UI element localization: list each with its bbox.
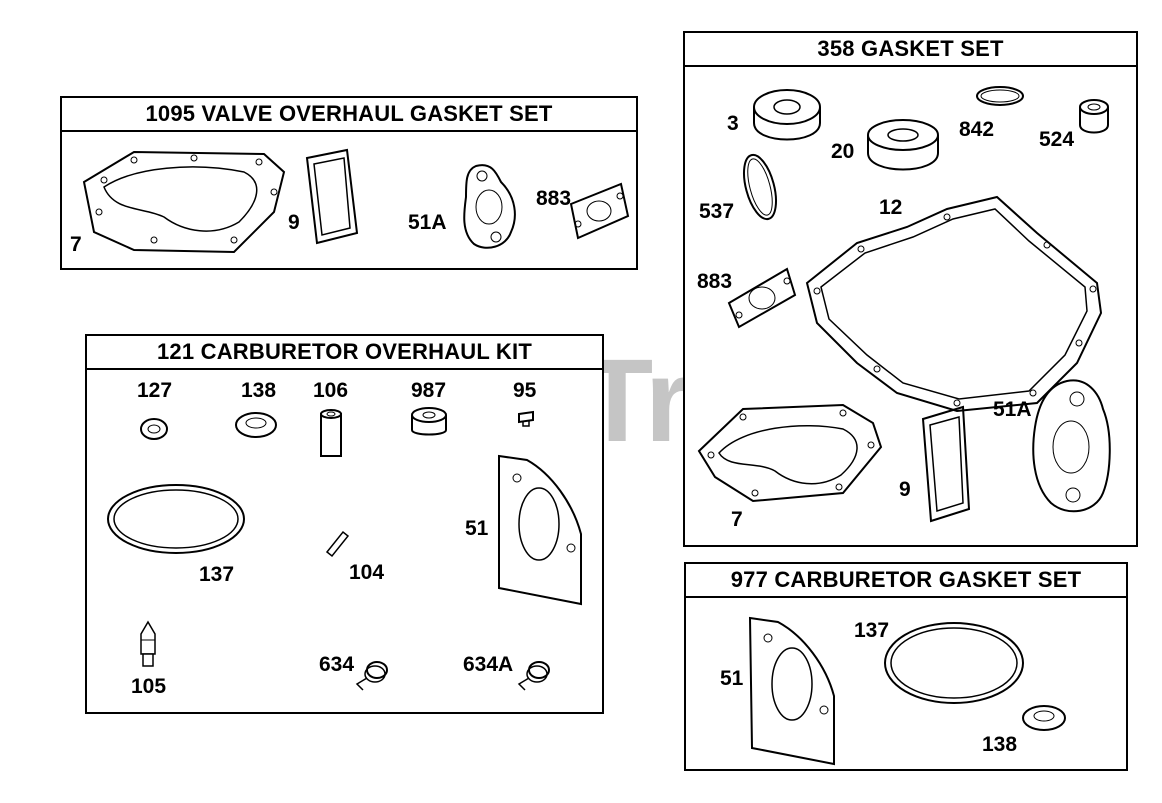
callout-51a-b: 51A — [993, 398, 1032, 421]
valve-overhaul-title: 1095 VALVE OVERHAUL GASKET SET — [62, 98, 636, 132]
o-ring-537-icon[interactable] — [737, 151, 783, 223]
screw-95-icon[interactable] — [515, 406, 537, 428]
carb-overhaul-title: 121 CARBURETOR OVERHAUL KIT — [87, 336, 602, 370]
callout-20: 20 — [831, 140, 855, 163]
cylinder-head-gasket-icon[interactable] — [74, 142, 294, 262]
intake-gasket-icon[interactable] — [566, 182, 632, 246]
callout-634a: 634A — [463, 653, 514, 676]
callout-51a: 51A — [408, 211, 447, 234]
o-ring-137-icon[interactable] — [105, 482, 247, 556]
callout-9: 9 — [288, 211, 300, 234]
carb-gasket-51-c-icon[interactable] — [748, 616, 840, 764]
breather-gasket-icon[interactable] — [302, 148, 362, 248]
o-ring-842-icon[interactable] — [975, 83, 1025, 109]
oil-seal-20-icon[interactable] — [865, 117, 941, 175]
seal-127-icon[interactable] — [139, 416, 169, 442]
pin-104-icon[interactable] — [323, 528, 351, 558]
callout-51-c: 51 — [720, 667, 744, 690]
cylinder-head-gasket-7-icon[interactable] — [693, 397, 887, 507]
callout-12: 12 — [879, 196, 903, 219]
crankcase-gasket-12-icon[interactable] — [797, 193, 1105, 415]
intake-gasket-883-icon[interactable] — [725, 265, 799, 329]
exhaust-gasket-51a-icon[interactable] — [1027, 377, 1113, 517]
callout-634: 634 — [319, 653, 355, 676]
callout-138-c: 138 — [982, 733, 1018, 756]
callout-104: 104 — [349, 561, 385, 584]
callout-138: 138 — [241, 379, 277, 402]
callout-95: 95 — [513, 379, 537, 402]
carb-gasket-title: 977 CARBURETOR GASKET SET — [686, 564, 1126, 598]
carb-gasket-51-icon[interactable] — [497, 454, 587, 604]
callout-537: 537 — [699, 200, 735, 223]
washer-138-c-icon[interactable] — [1020, 702, 1068, 734]
exhaust-gasket-icon[interactable] — [456, 162, 522, 254]
callout-105: 105 — [131, 675, 167, 698]
valve-overhaul-panel: 1095 VALVE OVERHAUL GASKET SET 7 9 51A 8… — [60, 96, 638, 270]
callout-7: 7 — [70, 233, 82, 256]
callout-883: 883 — [536, 187, 572, 210]
spring-634-icon[interactable] — [351, 658, 391, 694]
callout-524: 524 — [1039, 128, 1075, 151]
callout-9-b: 9 — [899, 478, 911, 501]
callout-7-b: 7 — [731, 508, 743, 531]
callout-127: 127 — [137, 379, 173, 402]
oil-seal-3-icon[interactable] — [751, 87, 823, 145]
carb-overhaul-panel: 121 CARBURETOR OVERHAUL KIT 127 138 106 … — [85, 334, 604, 714]
breather-gasket-9-icon[interactable] — [919, 405, 973, 523]
callout-137: 137 — [199, 563, 235, 586]
callout-3: 3 — [727, 112, 739, 135]
gasket-set-title: 358 GASKET SET — [685, 33, 1136, 67]
carb-gasket-panel: 977 CARBURETOR GASKET SET 51 137 138 — [684, 562, 1128, 771]
callout-106: 106 — [313, 379, 349, 402]
callout-883-b: 883 — [697, 270, 733, 293]
bushing-106-icon[interactable] — [319, 408, 343, 460]
spacer-987-icon[interactable] — [409, 406, 449, 440]
spring-634a-icon[interactable] — [513, 658, 553, 694]
callout-51: 51 — [465, 517, 489, 540]
washer-138-icon[interactable] — [233, 410, 279, 440]
needle-105-icon[interactable] — [137, 620, 159, 670]
callout-137-c: 137 — [854, 619, 890, 642]
grommet-524-icon[interactable] — [1073, 97, 1115, 137]
callout-987: 987 — [411, 379, 447, 402]
callout-842: 842 — [959, 118, 995, 141]
gasket-set-panel: 358 GASKET SET 3 20 842 524 537 12 883 — [683, 31, 1138, 547]
o-ring-137-c-icon[interactable] — [882, 620, 1026, 706]
